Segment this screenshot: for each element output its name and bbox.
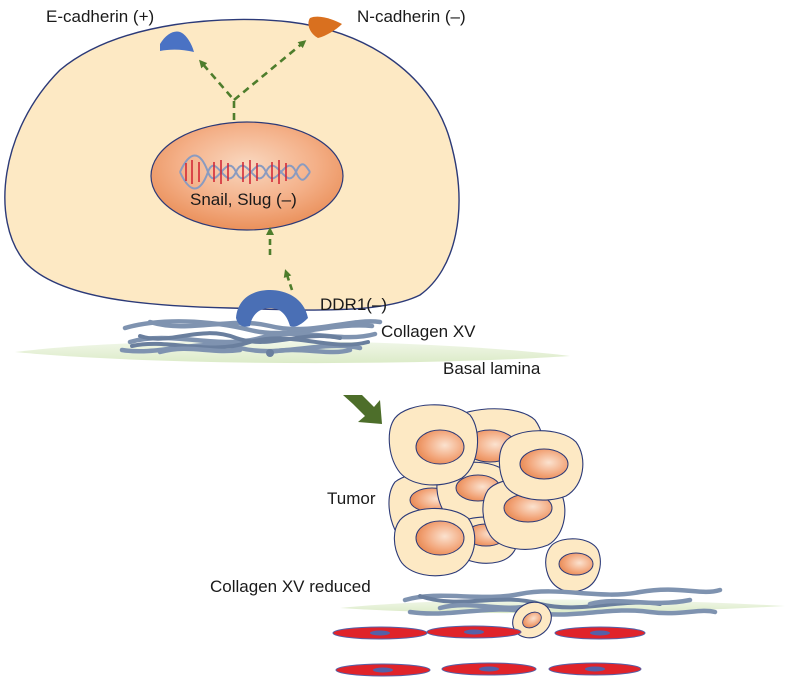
collagen-xv-reduced-network [402, 587, 723, 617]
dna-helix-icon [179, 154, 311, 190]
arrow-to-e-cadherin [199, 59, 236, 120]
collagen-xv-reduced-label: Collagen XV reduced [210, 577, 371, 596]
e-cadherin-marker: E-cadherin (+) [46, 7, 194, 52]
snail-slug-label: Snail, Slug (–) [190, 190, 297, 209]
red-cell [426, 625, 522, 639]
e-cadherin-label: E-cadherin (+) [46, 7, 154, 26]
tumor-cell [393, 507, 476, 577]
red-cell [335, 663, 431, 677]
endothelial-layer [332, 625, 646, 677]
ddr1-receptor: DDR1(–) [236, 290, 387, 327]
n-cadherin-shape [308, 16, 342, 38]
red-cell [332, 626, 428, 640]
tumor-cell-migrating [545, 538, 601, 593]
e-cadherin-shape [160, 31, 194, 52]
nucleus: Snail, Slug (–) [150, 121, 344, 231]
tumor-cluster [388, 404, 601, 593]
arrow-ddr1-lower [283, 269, 294, 291]
tumor-label: Tumor [327, 489, 376, 508]
arrow-to-n-cadherin [233, 40, 307, 102]
ddr1-shape [236, 290, 308, 327]
signal-arrows-lower [266, 227, 294, 291]
ddr1-label: DDR1(–) [320, 295, 387, 314]
n-cadherin-marker: N-cadherin (–) [308, 7, 466, 38]
collagen-xv-network [119, 319, 383, 357]
red-cell [548, 662, 642, 676]
red-cell [441, 662, 537, 676]
basal-lamina-label: Basal lamina [443, 359, 541, 378]
red-cell [554, 626, 646, 640]
n-cadherin-label: N-cadherin (–) [357, 7, 466, 26]
collagen-xv-label: Collagen XV [381, 322, 476, 341]
transition-arrow [343, 395, 382, 424]
signal-arrows-upper [199, 40, 307, 120]
tumor-cell [388, 404, 479, 486]
tumor-cell [498, 430, 584, 501]
